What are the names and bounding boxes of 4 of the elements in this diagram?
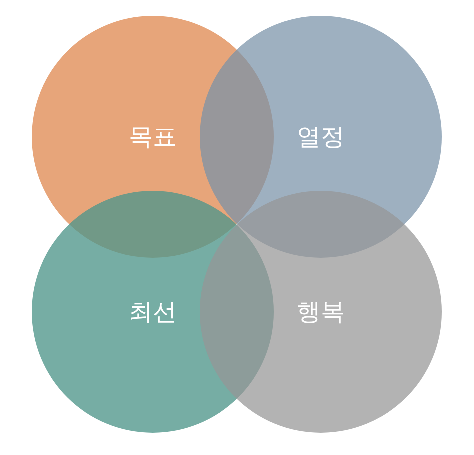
circle-label: 행복 [297,298,345,326]
circle-label: 최선 [129,298,177,326]
circle-label: 목표 [129,122,177,152]
circle-label: 열정 [297,122,345,152]
